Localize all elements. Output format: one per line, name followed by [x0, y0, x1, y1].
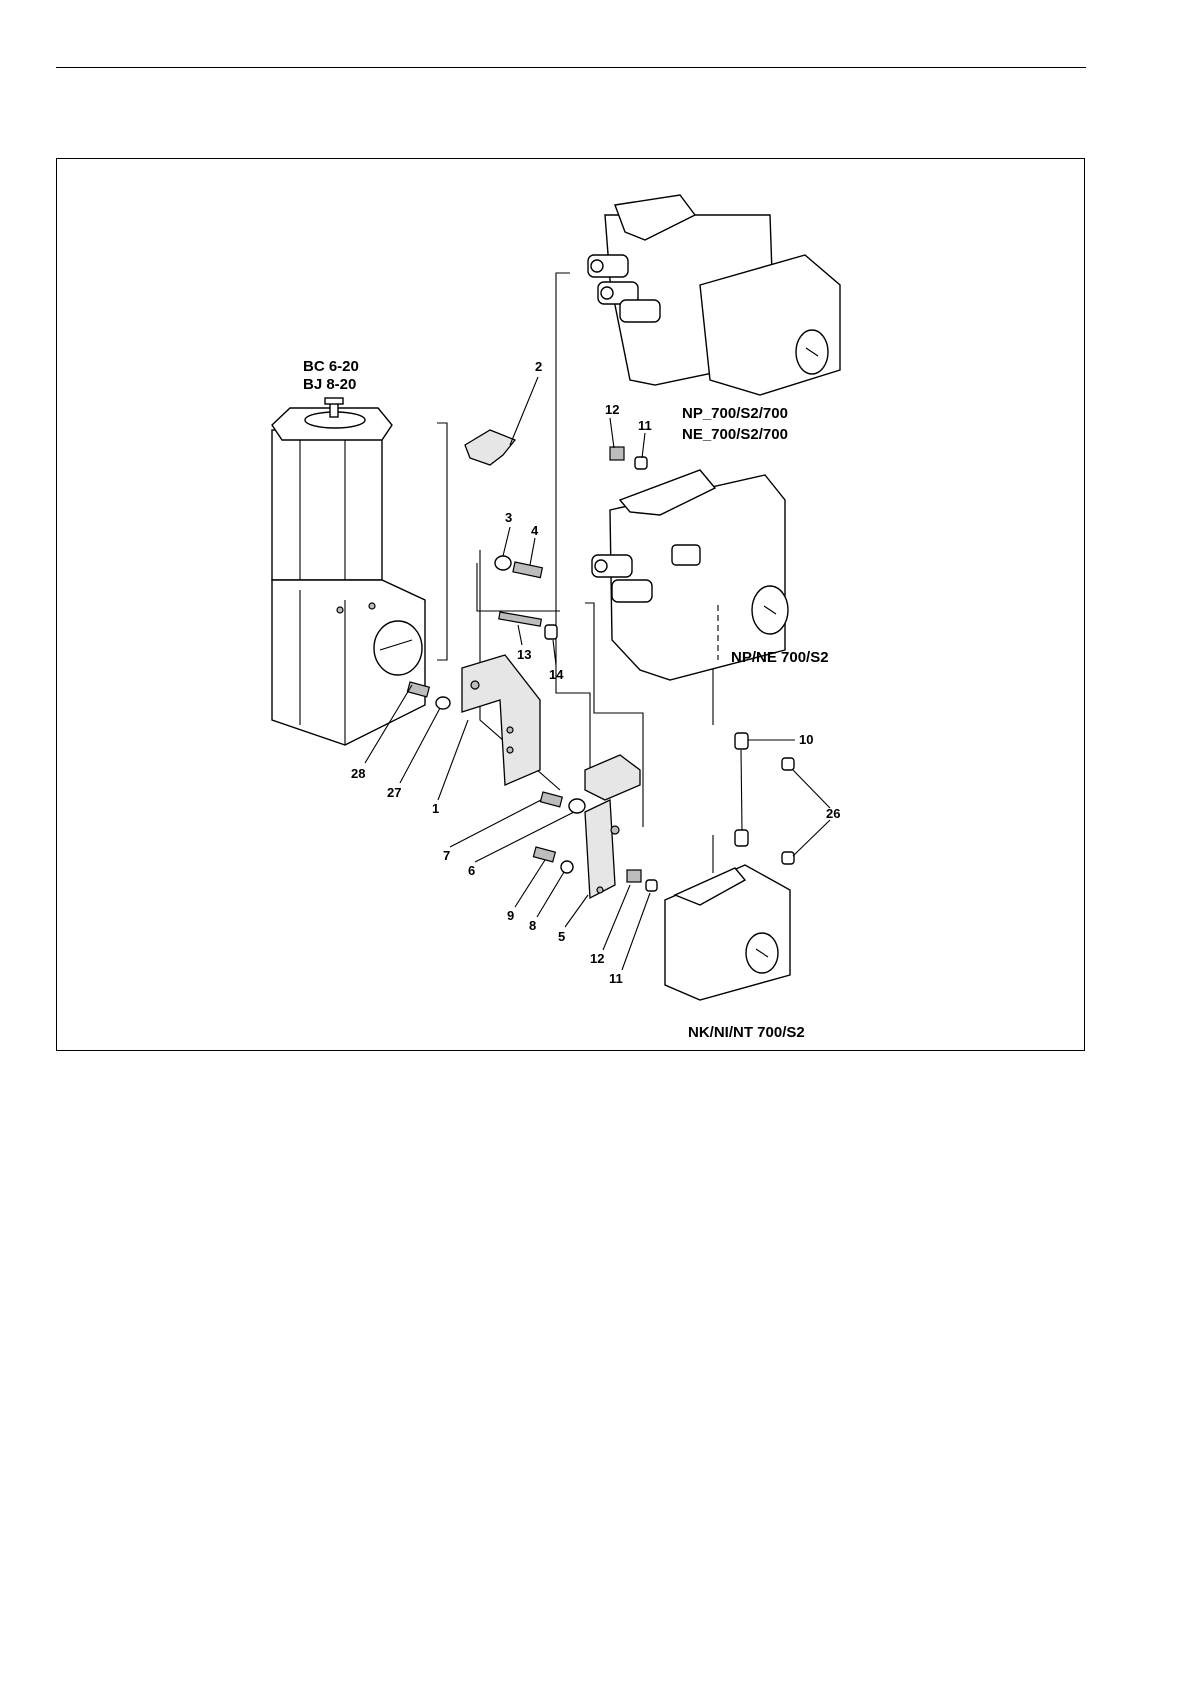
linkage-rod-10 [735, 733, 748, 846]
callout-12-bottom: 12 [590, 951, 604, 966]
positioner-top-label-2: NE_700/S2/700 [682, 426, 788, 443]
clamp-2 [465, 430, 515, 465]
positioner-top [588, 195, 840, 395]
bracket-1 [462, 655, 540, 785]
bracket-5 [585, 800, 619, 898]
callout-4: 4 [531, 523, 539, 538]
callout-2: 2 [535, 359, 542, 374]
actuator-model-label-2: BJ 8-20 [303, 376, 356, 393]
callout-27: 27 [387, 785, 401, 800]
actuator-model-label-1: BC 6-20 [303, 358, 359, 375]
callout-7: 7 [443, 848, 450, 863]
callout-9: 9 [507, 908, 514, 923]
positioner-bottom-label: NK/NI/NT 700/S2 [688, 1024, 805, 1041]
coupling-block [585, 755, 640, 800]
actuator-body [272, 398, 425, 745]
callout-10: 10 [799, 732, 813, 747]
callout-3: 3 [505, 510, 512, 525]
callout-12-top: 12 [605, 402, 619, 417]
callout-6: 6 [468, 863, 475, 878]
callout-26: 26 [826, 806, 840, 821]
callout-28: 28 [351, 766, 365, 781]
positioner-top-label-1: NP_700/S2/700 [682, 405, 788, 422]
callout-5: 5 [558, 929, 565, 944]
callout-14: 14 [549, 667, 564, 682]
positioner-mid-label: NP/NE 700/S2 [731, 649, 829, 666]
callout-11-top: 11 [638, 418, 652, 433]
positioner-bottom [665, 865, 790, 1000]
callout-11-bottom: 11 [609, 971, 623, 986]
callout-1: 1 [432, 801, 439, 816]
callout-8: 8 [529, 918, 536, 933]
callout-13: 13 [517, 647, 531, 662]
